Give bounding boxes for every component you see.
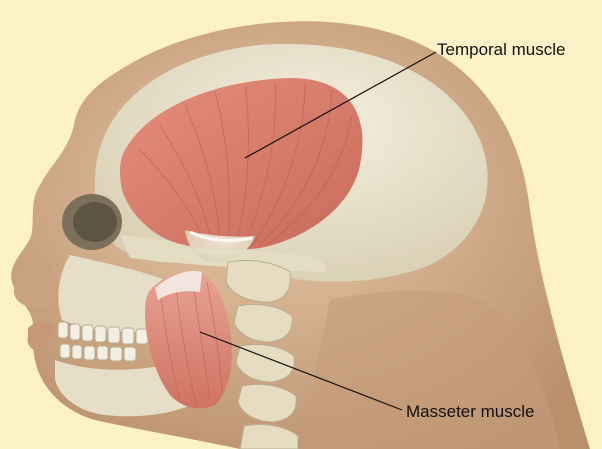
temporal-muscle-label: Temporal muscle: [437, 41, 566, 58]
masseter-muscle-label: Masseter muscle: [406, 403, 534, 420]
